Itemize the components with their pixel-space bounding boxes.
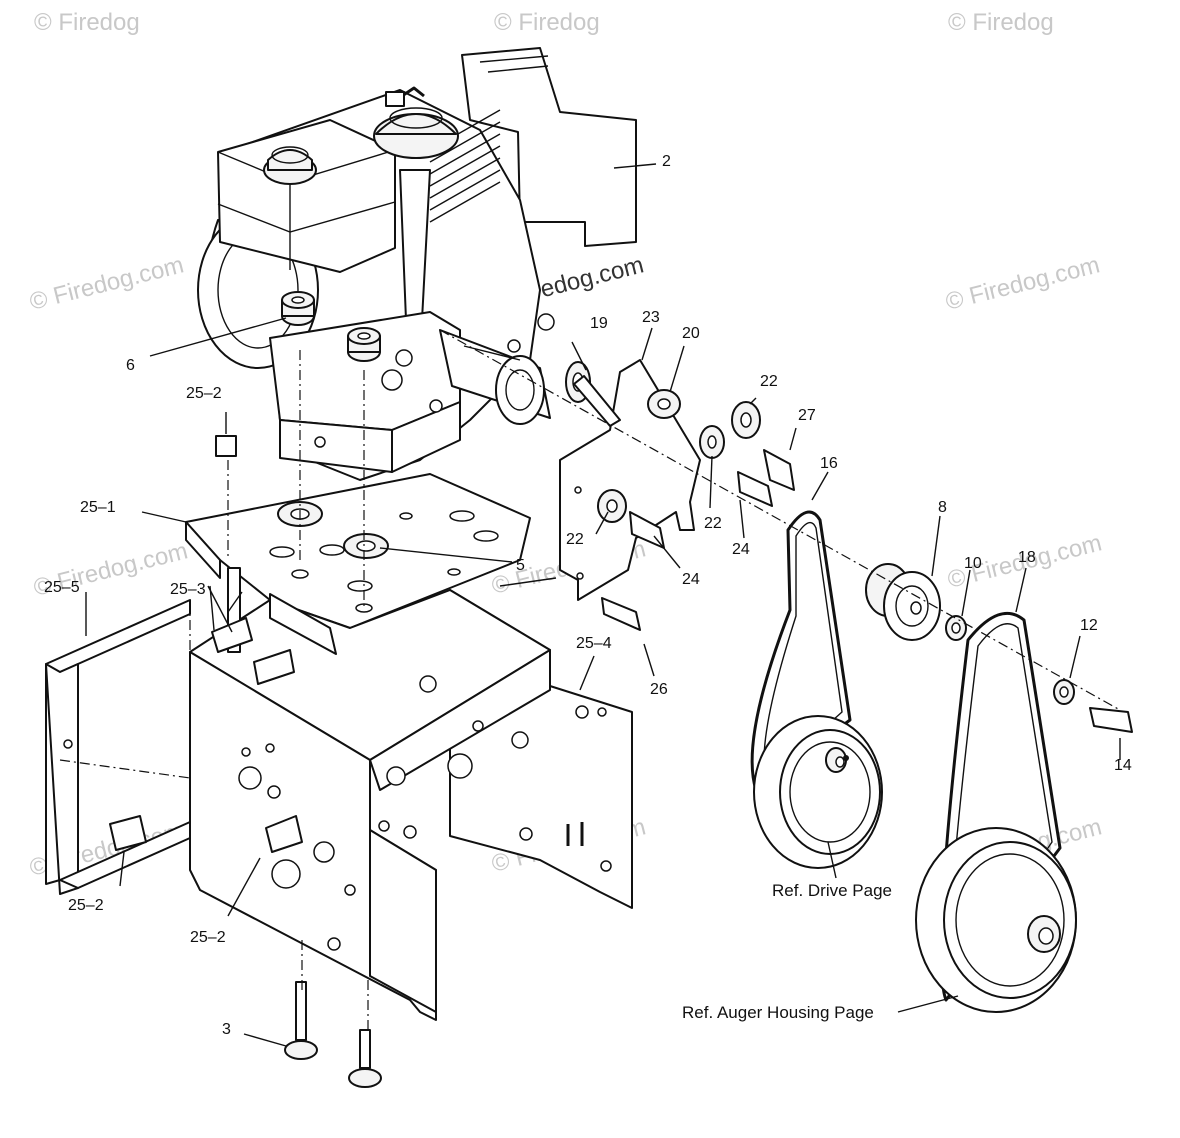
- hardware: [109, 361, 1133, 1088]
- callout-25-3: 25–3: [170, 581, 206, 598]
- center-lines: [59, 329, 1121, 1030]
- watermark-right-mid: © Firedog.com: [943, 251, 1103, 315]
- ref-drive-page: Ref. Drive Page: [772, 881, 892, 900]
- callout-16: 16: [820, 455, 838, 472]
- callout-26: 26: [650, 681, 668, 698]
- callout-24-upper: 24: [732, 541, 750, 558]
- callout-8: 8: [938, 499, 947, 516]
- callout-2: 2: [662, 153, 671, 170]
- callout-19: 19: [590, 315, 608, 332]
- callout-23: 23: [642, 309, 660, 326]
- callout-25-2-bottom: 25–2: [190, 929, 226, 946]
- callout-25-2-top: 25–2: [186, 385, 222, 402]
- callout-10: 10: [964, 555, 982, 572]
- callout-25-1: 25–1: [80, 499, 116, 516]
- callout-22-top: 22: [760, 373, 778, 390]
- callout-25-5: 25–5: [44, 579, 80, 596]
- watermark-left-mid: © Firedog.com: [27, 251, 187, 315]
- callout-20: 20: [682, 325, 700, 342]
- auger-pulley: [915, 827, 1077, 1013]
- callout-6: 6: [126, 357, 135, 374]
- callout-22-low: 22: [566, 531, 584, 548]
- callout-5: 5: [516, 557, 525, 574]
- engine-pulley: [865, 563, 941, 641]
- callout-22-mid: 22: [704, 515, 722, 532]
- callout-18: 18: [1018, 549, 1036, 566]
- leader-lines: [85, 163, 1121, 1047]
- watermark-top-right: © Firedog: [948, 9, 1054, 36]
- frame-housing: [45, 567, 633, 1021]
- drive-pulley: [753, 715, 883, 869]
- reference-notes: Ref. Drive Page Ref. Auger Housing Page: [682, 881, 892, 1022]
- callout-14: 14: [1114, 757, 1132, 774]
- watermark-top-center: © Firedog: [494, 9, 600, 36]
- callout-25-2-left: 25–2: [68, 897, 104, 914]
- engine-assembly: [197, 47, 637, 481]
- engine-nut: [281, 291, 315, 326]
- callout-3: 3: [222, 1021, 231, 1038]
- callout-25-4: 25–4: [576, 635, 612, 652]
- engine-nut-2: [347, 327, 381, 362]
- callout-12: 12: [1080, 617, 1098, 634]
- watermark-top-left: © Firedog: [34, 9, 140, 36]
- callout-24-lower: 24: [682, 571, 700, 588]
- callout-labels: 2 6 25–2 19 23 20 22 27 16 25–1 8 22 22 …: [44, 153, 1132, 1038]
- ref-auger-housing-page: Ref. Auger Housing Page: [682, 1003, 874, 1022]
- callout-27: 27: [798, 407, 816, 424]
